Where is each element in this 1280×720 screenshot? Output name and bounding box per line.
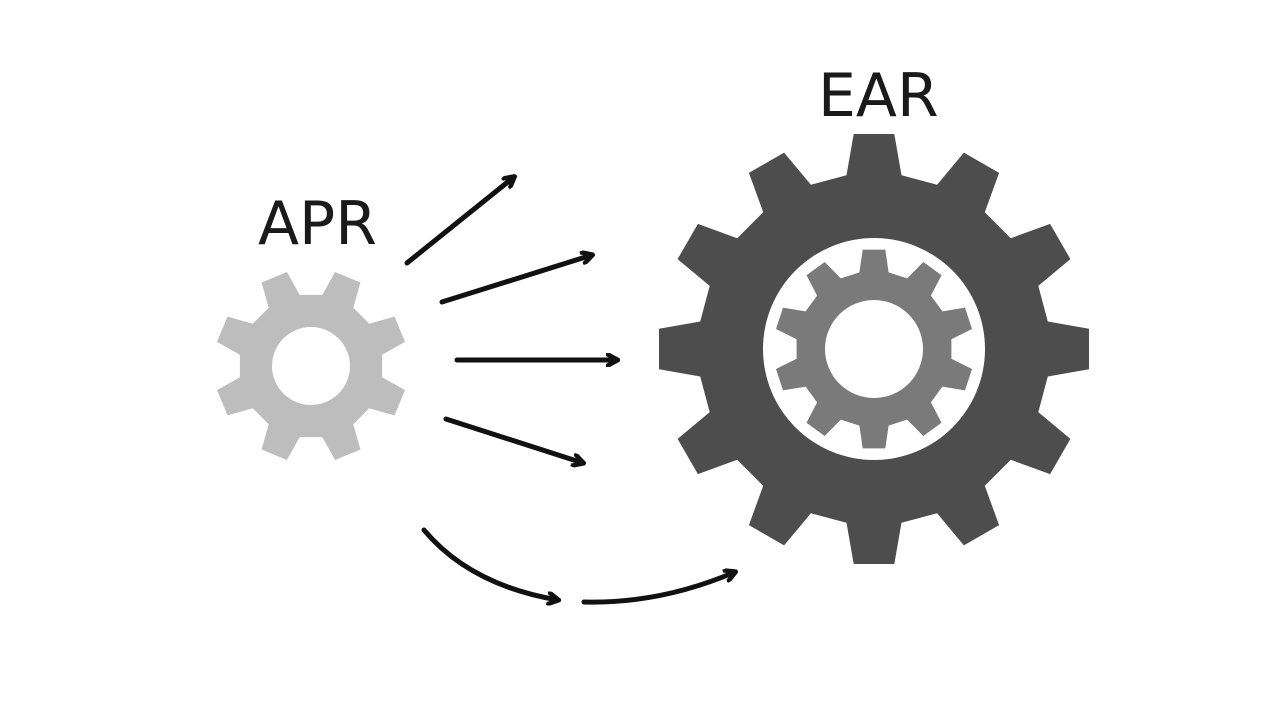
arrow-5b-icon: [581, 572, 735, 605]
large-gear-icon: [659, 134, 1089, 564]
arrow-4-icon: [443, 416, 583, 463]
arrow-2-icon: [439, 255, 592, 305]
ear-label: EAR: [818, 61, 939, 131]
arrow-1-icon: [404, 177, 514, 266]
apr-label: APR: [258, 189, 377, 259]
small-gear-icon: [217, 272, 405, 460]
arrow-5a-icon: [421, 527, 558, 600]
inner-gear-icon: [776, 249, 972, 449]
